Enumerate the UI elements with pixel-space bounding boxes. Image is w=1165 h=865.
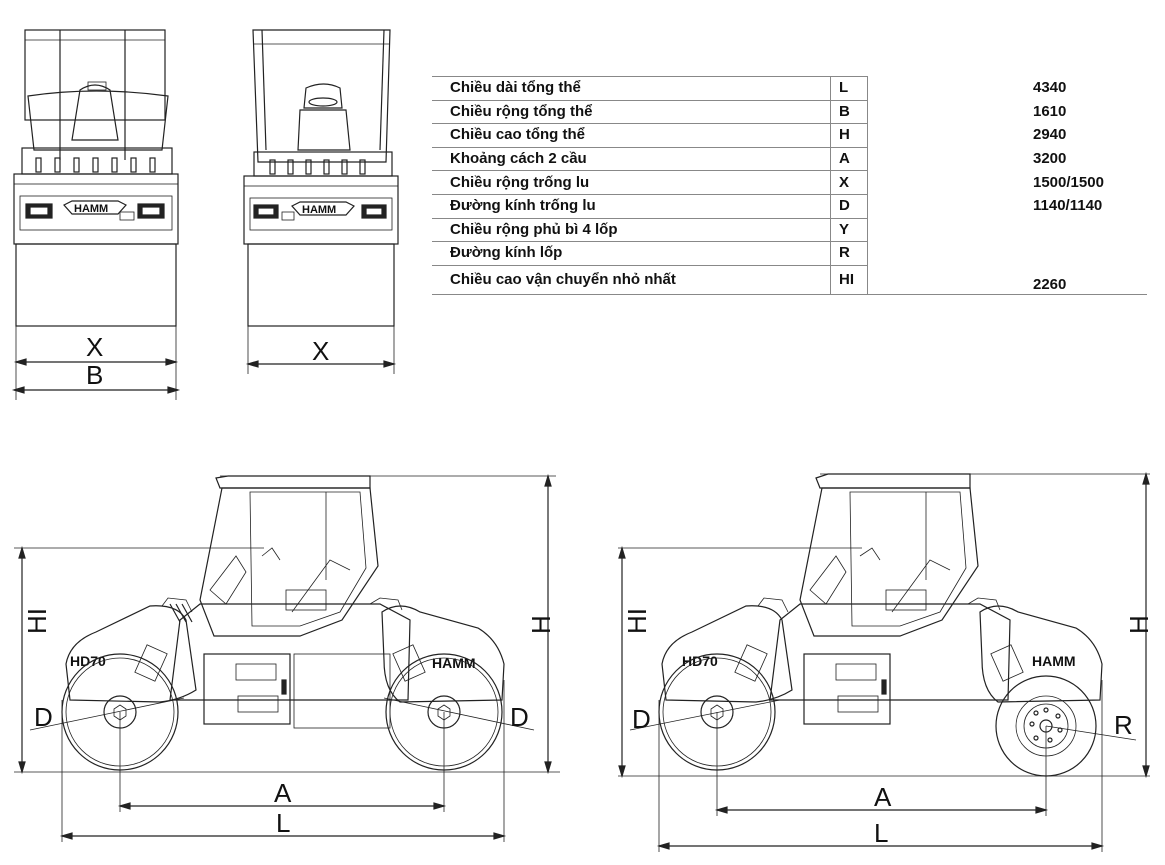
spec-code: D	[830, 193, 868, 219]
spec-row: Chiều cao vận chuyển nhỏ nhất HI 2260	[432, 264, 1147, 295]
spec-code: Y	[830, 217, 868, 242]
spec-table: Chiều dài tổng thể L 4340 Chiều rộng tổn…	[432, 76, 1147, 295]
spec-row: Chiều rộng tổng thể B 1610	[432, 99, 1147, 124]
spec-value	[868, 218, 1148, 242]
spec-value: 2260	[867, 265, 1147, 295]
dim-r-label: R	[1114, 710, 1133, 740]
front-view-tyre: HAMM X	[243, 29, 399, 374]
spec-name: Khoảng cách 2 cầu	[432, 146, 831, 171]
spec-code: A	[830, 146, 868, 171]
spec-row: Chiều rộng trống lu X 1500/1500	[432, 170, 1147, 195]
hamm-logo-side-1: HAMM	[432, 655, 476, 671]
dim-x-label-2: X	[312, 336, 329, 366]
spec-code: B	[830, 99, 868, 124]
spec-name: Chiều rộng tổng thể	[432, 99, 831, 124]
dim-d-label-2: D	[510, 702, 529, 732]
dim-l-label-1: L	[276, 808, 290, 838]
spec-name: Chiều rộng phủ bì 4 lốp	[432, 217, 831, 242]
spec-row: Chiều dài tổng thể L 4340	[432, 76, 1147, 101]
dim-h-label-1: H	[526, 615, 556, 634]
side-view-tandem: HD70 HAMM H HI D D	[14, 473, 560, 842]
spec-name: Đường kính lốp	[432, 241, 831, 266]
spec-value: 1500/1500	[1033, 173, 1104, 191]
spec-row: Khoảng cách 2 cầu A 3200	[432, 146, 1147, 171]
dim-d-label-3: D	[632, 704, 651, 734]
spec-name: Chiều dài tổng thể	[432, 76, 831, 101]
spec-code: X	[830, 170, 868, 195]
spec-row: Đường kính trống lu D 1140/1140	[432, 193, 1147, 219]
spec-row: Chiều rộng phủ bì 4 lốp Y	[432, 217, 1148, 242]
spec-code: R	[830, 241, 868, 266]
spec-row: Đường kính lốp R	[432, 241, 1148, 266]
dim-d-label-1: D	[34, 702, 53, 732]
spec-name: Đường kính trống lu	[432, 193, 831, 219]
side-view-combi: HD70 HAMM H HI	[618, 471, 1154, 852]
front-view-drum: HAMM X B	[11, 29, 181, 400]
hamm-logo-front-2: HAMM	[302, 204, 336, 216]
spec-value: 4340	[1033, 79, 1067, 97]
dim-hi-label-1: HI	[22, 608, 52, 634]
hamm-logo-front-1: HAMM	[74, 203, 108, 215]
dim-b-label: B	[86, 360, 103, 390]
spec-value: 2940	[1033, 126, 1067, 144]
spec-value: 1610	[1033, 102, 1067, 120]
spec-value: 1140/1140	[1033, 197, 1103, 215]
spec-name: Chiều cao vận chuyển nhỏ nhất	[432, 264, 831, 295]
spec-value: 3200	[1033, 150, 1067, 168]
spec-code: L	[830, 76, 868, 101]
dim-l-label-2: L	[874, 818, 888, 848]
spec-name: Chiều cao tổng thể	[432, 123, 831, 148]
spec-name: Chiều rộng trống lu	[432, 170, 831, 195]
dim-hi-label-2: HI	[622, 608, 652, 634]
hd70-logo-1: HD70	[70, 653, 106, 669]
dim-x-label-1: X	[86, 332, 103, 362]
spec-code: HI	[830, 264, 868, 295]
spec-row: Chiều cao tổng thể H 2940	[432, 123, 1147, 148]
spec-value	[868, 242, 1148, 266]
dim-a-label-2: A	[874, 782, 892, 812]
hamm-logo-side-2: HAMM	[1032, 653, 1076, 669]
spec-code: H	[830, 123, 868, 148]
dim-a-label-1: A	[274, 778, 292, 808]
dim-h-label-2: H	[1124, 615, 1154, 634]
